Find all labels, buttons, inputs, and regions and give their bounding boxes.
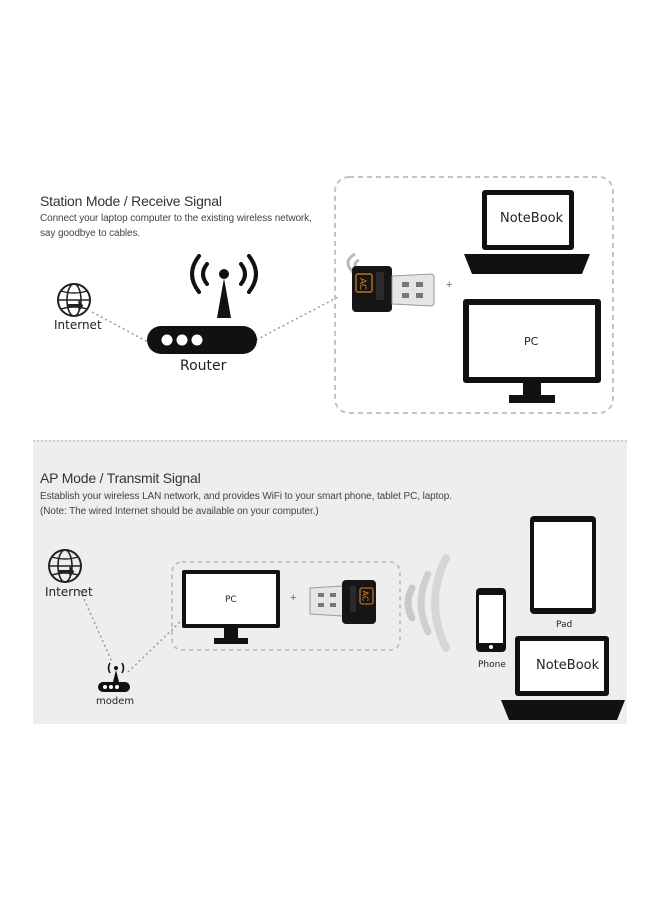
ap-notebook-label: NoteBook (536, 658, 600, 673)
ap-mode-desc-line2: (Note: The wired Internet should be avai… (40, 506, 319, 517)
ap-internet-label: Internet (45, 585, 93, 599)
ap-mode-desc-line1: Establish your wireless LAN network, and… (40, 491, 452, 502)
tablet-icon (530, 516, 596, 614)
station-pc-label: PC (524, 335, 539, 348)
monitor-icon (463, 299, 601, 403)
usb-adapter-icon: AC (352, 266, 435, 312)
globe-icon (48, 549, 82, 583)
ap-plus: + (290, 592, 297, 604)
phone-label: Phone (478, 660, 506, 670)
station-mode-desc-line1: Connect your laptop computer to the exis… (40, 213, 312, 224)
ap-pc-label: PC (225, 595, 237, 605)
ap-mode-title: AP Mode / Transmit Signal (40, 470, 201, 486)
station-internet-label: Internet (54, 318, 102, 332)
modem-label: modem (96, 696, 135, 707)
wifi-signal-icon (404, 554, 450, 652)
monitor-icon (182, 570, 280, 644)
pad-label: Pad (556, 620, 573, 630)
station-mode-desc-line2: say goodbye to cables. (40, 228, 141, 239)
globe-icon (57, 283, 91, 317)
svg-text:AC: AC (361, 591, 370, 602)
svg-text:AC: AC (357, 278, 367, 290)
router-label: Router (180, 358, 227, 374)
modem-icon (98, 662, 130, 692)
station-mode-title: Station Mode / Receive Signal (40, 193, 222, 209)
laptop-icon (464, 190, 590, 274)
station-plus: + (446, 279, 453, 291)
usb-adapter-icon: AC (309, 580, 376, 624)
phone-icon (476, 588, 506, 652)
laptop-icon (501, 636, 625, 720)
router-icon (147, 254, 258, 354)
station-notebook-label: NoteBook (500, 211, 564, 226)
